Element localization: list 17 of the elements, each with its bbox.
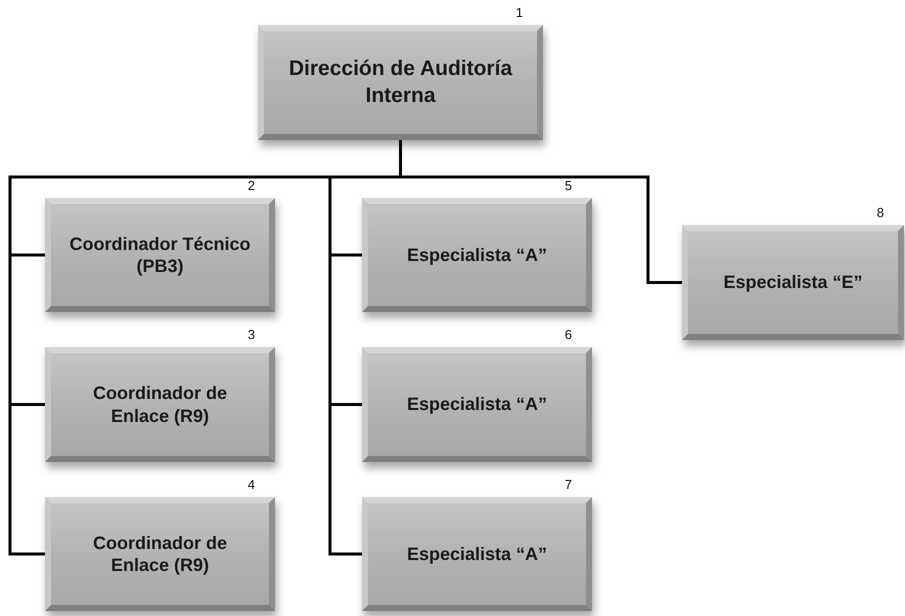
position-title: Especialista “E” bbox=[723, 271, 863, 294]
position-title: Especialista “A” bbox=[406, 542, 548, 566]
position-number: 2 bbox=[248, 178, 255, 193]
position-number: 8 bbox=[876, 205, 884, 220]
position-title: Dirección de Auditoría Interna bbox=[288, 56, 514, 108]
position-number: 7 bbox=[564, 477, 572, 492]
position-number: 3 bbox=[248, 327, 255, 342]
position-title: Especialista “A” bbox=[406, 244, 548, 266]
position-number: 4 bbox=[248, 477, 255, 492]
position-title: Coordinador de Enlace (R9) bbox=[92, 382, 228, 427]
position-title: Especialista “A” bbox=[406, 393, 548, 416]
position-number: 5 bbox=[564, 178, 572, 193]
position-title: Coordinador Técnico (PB3) bbox=[68, 232, 252, 278]
position-title: Coordinador de Enlace (R9) bbox=[92, 532, 228, 576]
connector-line bbox=[399, 140, 682, 284]
position-number: 6 bbox=[564, 327, 572, 342]
position-number: 1 bbox=[516, 5, 523, 20]
